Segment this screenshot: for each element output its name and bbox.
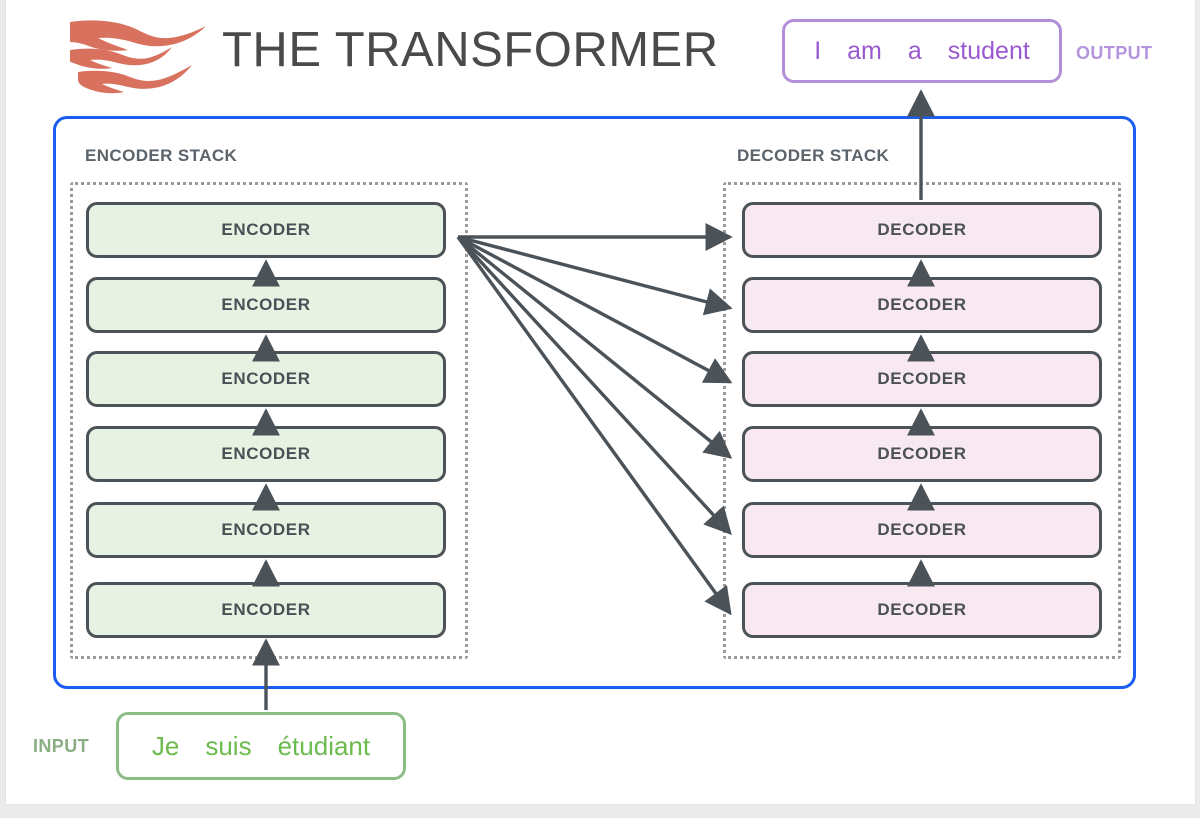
input-token: suis [205, 730, 252, 761]
input-sequence-box: Je suis étudiant [116, 712, 406, 780]
output-token: I [814, 36, 822, 65]
encoder-unit[interactable]: ENCODER [86, 351, 446, 407]
decoder-unit[interactable]: DECODER [742, 582, 1102, 638]
decoder-stack-label: DECODER STACK [737, 146, 890, 165]
decoder-unit[interactable]: DECODER [742, 502, 1102, 558]
input-label: INPUT [33, 736, 89, 756]
transformer-model-frame [53, 116, 1136, 689]
decoder-unit[interactable]: DECODER [742, 351, 1102, 407]
page-title: THE TRANSFORMER [222, 23, 719, 77]
encoder-unit[interactable]: ENCODER [86, 582, 446, 638]
encoder-stack-label: ENCODER STACK [85, 146, 238, 165]
output-sequence-box: I am a student [782, 19, 1062, 83]
decoder-unit[interactable]: DECODER [742, 202, 1102, 258]
output-label: OUTPUT [1076, 43, 1153, 63]
decoder-unit[interactable]: DECODER [742, 277, 1102, 333]
input-token: étudiant [277, 730, 371, 761]
flame-logo-icon [64, 16, 210, 104]
output-token: a [907, 36, 922, 65]
encoder-unit[interactable]: ENCODER [86, 202, 446, 258]
output-token: am [847, 36, 882, 65]
encoder-unit[interactable]: ENCODER [86, 426, 446, 482]
decoder-unit[interactable]: DECODER [742, 426, 1102, 482]
input-token: Je [151, 730, 180, 761]
encoder-unit[interactable]: ENCODER [86, 502, 446, 558]
encoder-unit[interactable]: ENCODER [86, 277, 446, 333]
output-token: student [947, 36, 1030, 65]
